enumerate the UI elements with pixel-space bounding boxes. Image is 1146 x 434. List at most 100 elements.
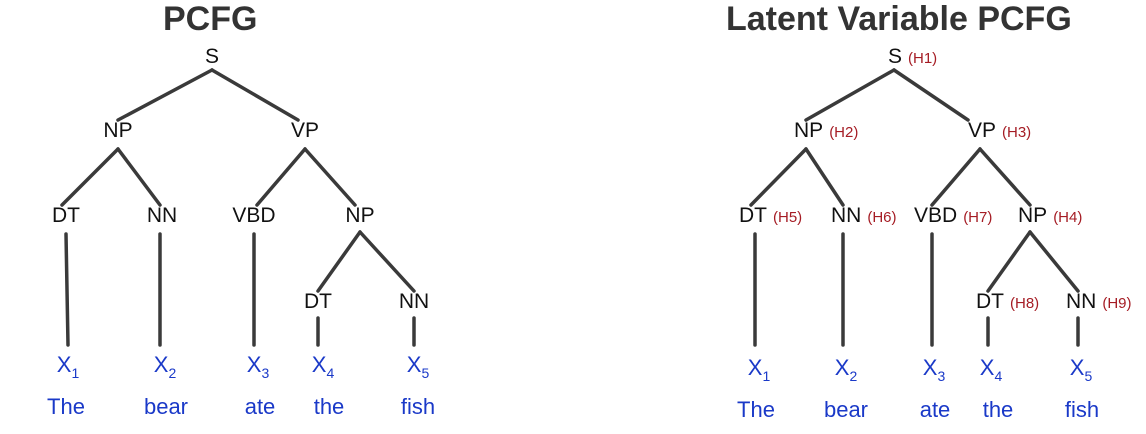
node-label: NN bbox=[831, 204, 861, 227]
node-label: VP bbox=[968, 119, 996, 142]
node-s: S (H1) bbox=[888, 45, 937, 68]
edge-s-vp bbox=[210, 68, 300, 122]
node-label: VBD bbox=[232, 204, 275, 227]
leaf-word-2: bear bbox=[144, 394, 188, 419]
node-label: NP bbox=[1018, 204, 1047, 227]
pcfg-title: PCFG bbox=[163, 0, 258, 38]
latent-state-label: (H2) bbox=[829, 124, 858, 141]
latent-state-label: (H4) bbox=[1053, 209, 1082, 226]
node-vp: VP (H3) bbox=[968, 119, 1031, 142]
edge-s-vp bbox=[892, 68, 970, 122]
node-label: NN bbox=[399, 290, 429, 313]
variable-subscript: 3 bbox=[937, 368, 945, 384]
latent-state-label: (H9) bbox=[1102, 295, 1131, 312]
node-vbd: VBD (H7) bbox=[914, 204, 992, 227]
node-np2: NP (H4) bbox=[1018, 204, 1082, 227]
leaf-word-4: the bbox=[983, 397, 1014, 422]
latent-state-label: (H1) bbox=[908, 50, 937, 67]
node-vbd: VBD bbox=[232, 204, 275, 227]
edge-np-nn bbox=[804, 147, 845, 207]
edge-np2-dt2 bbox=[316, 230, 362, 293]
leaf-word-3: ate bbox=[920, 397, 951, 422]
leaf-variable-5: X5 bbox=[1070, 355, 1093, 384]
latent-state-label: (H8) bbox=[1010, 295, 1039, 312]
edge-vp-vbd bbox=[255, 147, 307, 207]
edge-np-dt bbox=[749, 147, 808, 207]
edge-s-np bbox=[116, 68, 214, 122]
node-nn: NN bbox=[147, 204, 177, 227]
variable-name: X bbox=[57, 352, 72, 377]
leaf-word-1: The bbox=[737, 397, 775, 422]
latent-pcfg-tree: S(H1)NP(H2)VP(H3)DT(H5)NN(H6)VBD(H7)NP(H… bbox=[737, 45, 1131, 422]
variable-name: X bbox=[312, 352, 327, 377]
edge-np2-nn2 bbox=[358, 230, 416, 293]
node-dt2: DT (H8) bbox=[976, 290, 1039, 313]
variable-subscript: 3 bbox=[261, 365, 269, 381]
edge-np2-nn2 bbox=[1028, 230, 1080, 293]
node-label: NN bbox=[147, 204, 177, 227]
leaf-word-2: bear bbox=[824, 397, 868, 422]
leaf-word-5: fish bbox=[401, 394, 435, 419]
node-label: S bbox=[205, 45, 219, 68]
node-vp: VP bbox=[291, 119, 319, 142]
edge-vp-np2 bbox=[303, 147, 357, 207]
node-nn2: NN bbox=[399, 290, 429, 313]
edge-vp-vbd bbox=[930, 147, 982, 207]
edge-s-np bbox=[804, 68, 896, 122]
node-dt: DT(H5) bbox=[739, 204, 802, 227]
node-s: S bbox=[205, 45, 219, 68]
latent-pcfg-title: Latent Variable PCFG bbox=[726, 0, 1072, 38]
variable-subscript: 5 bbox=[1084, 368, 1092, 384]
leaf-variable-2: X2 bbox=[154, 352, 177, 381]
leaf-word-3: ate bbox=[245, 394, 276, 419]
leaf-variable-5: X5 bbox=[407, 352, 430, 381]
variable-subscript: 1 bbox=[762, 368, 770, 384]
edge-np-nn bbox=[116, 147, 162, 207]
variable-subscript: 4 bbox=[994, 368, 1002, 384]
variable-name: X bbox=[1070, 355, 1085, 380]
leaf-variable-4: X4 bbox=[980, 355, 1003, 384]
node-label: VBD bbox=[914, 204, 957, 227]
leaf-word-4: the bbox=[314, 394, 345, 419]
variable-subscript: 1 bbox=[71, 365, 79, 381]
latent-state-label: (H5) bbox=[773, 209, 802, 226]
node-label: DT bbox=[52, 204, 80, 227]
node-dt: DT bbox=[52, 204, 80, 227]
node-label: DT bbox=[304, 290, 332, 313]
node-label: DT bbox=[976, 290, 1004, 313]
variable-subscript: 2 bbox=[168, 365, 176, 381]
node-label: VP bbox=[291, 119, 319, 142]
node-label: NP bbox=[103, 119, 132, 142]
variable-name: X bbox=[835, 355, 850, 380]
edge-vp-np2 bbox=[978, 147, 1032, 207]
leaf-variable-3: X3 bbox=[923, 355, 946, 384]
leaf-variable-4: X4 bbox=[312, 352, 335, 381]
variable-subscript: 4 bbox=[326, 365, 334, 381]
variable-subscript: 2 bbox=[849, 368, 857, 384]
leaf-variable-1: X1 bbox=[57, 352, 80, 381]
leaf-word-5: fish bbox=[1065, 397, 1099, 422]
latent-state-label: (H3) bbox=[1002, 124, 1031, 141]
leaf-variable-2: X2 bbox=[835, 355, 858, 384]
node-label: S bbox=[888, 45, 902, 68]
variable-name: X bbox=[923, 355, 938, 380]
variable-subscript: 5 bbox=[421, 365, 429, 381]
latent-state-label: (H6) bbox=[867, 209, 896, 226]
node-np: NP (H2) bbox=[794, 119, 858, 142]
node-np: NP bbox=[103, 119, 132, 142]
node-np2: NP bbox=[345, 204, 374, 227]
leaf-variable-3: X3 bbox=[247, 352, 270, 381]
node-label: NN bbox=[1066, 290, 1096, 313]
edge-np-dt bbox=[60, 147, 120, 207]
variable-name: X bbox=[407, 352, 422, 377]
node-nn: NN (H6) bbox=[831, 204, 897, 227]
leaf-word-1: The bbox=[47, 394, 85, 419]
node-label: NP bbox=[794, 119, 823, 142]
edge-np2-dt2 bbox=[986, 230, 1032, 293]
node-nn2: NN (H9) bbox=[1066, 290, 1132, 313]
variable-name: X bbox=[748, 355, 763, 380]
variable-name: X bbox=[247, 352, 262, 377]
latent-state-label: (H7) bbox=[963, 209, 992, 226]
